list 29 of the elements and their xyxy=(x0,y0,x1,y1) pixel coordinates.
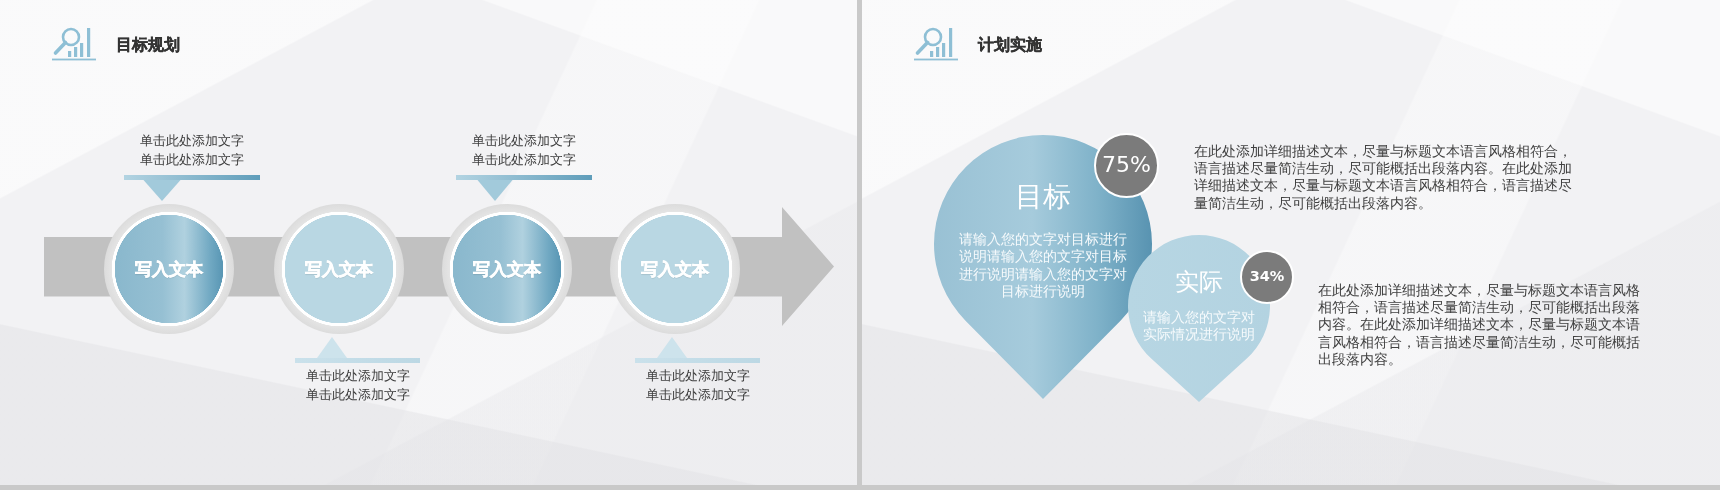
callout-text: 单击此处添加文字 xyxy=(304,386,411,404)
teardrop-description: 请输入您的文字对目标进行说明请输入您的文字对目标进行说明请输入您的文字对目标进行说明 xyxy=(958,231,1128,301)
callout-text: 单击此处添加文字 xyxy=(471,132,577,150)
pointer-arrow xyxy=(317,337,347,358)
slide-title: 计划实施 xyxy=(978,34,1042,56)
teardrop-description: 请输入您的文字对实际情况进行说明 xyxy=(1142,308,1256,344)
pointer-arrow xyxy=(477,180,513,201)
slide-title: 目标规划 xyxy=(116,34,180,56)
slide-panel xyxy=(862,0,1720,485)
teardrop-title: 实际 xyxy=(1175,267,1223,297)
percentage-label: 75% xyxy=(1102,152,1151,179)
percentage-label: 34% xyxy=(1249,268,1285,286)
paragraph-text: 在此处添加详细描述文本，尽量与标题文本语言风格相符合，语言描述尽量简洁生动，尽可能概括出段落内容。在此处添加详细描述文本，尽量与标题文本语言风格相符合，语言描述尽量简洁生动，尽可能概括出段落内容。 xyxy=(1194,143,1573,212)
percentage-circle xyxy=(1240,250,1294,304)
step-label: 写入文本 xyxy=(304,258,373,280)
callout-text: 单击此处添加文字 xyxy=(139,132,245,150)
callout-text: 单击此处添加文字 xyxy=(471,151,577,169)
callout-text: 单击此处添加文字 xyxy=(644,386,751,404)
paragraph-text: 在此处添加详细描述文本，尽量与标题文本语言风格相符合，语言描述尽量简洁生动，尽可能概括出段落内容。在此处添加详细描述文本，尽量与标题文本语言风格相符合，语言描述尽量简洁生动，尽可能概括出段落内容。 xyxy=(1318,282,1641,368)
slide-panel xyxy=(0,0,857,485)
callout-text: 单击此处添加文字 xyxy=(304,367,411,385)
teardrop-title: 目标 xyxy=(1015,180,1071,214)
pointer-arrow xyxy=(143,180,181,201)
step-label: 写入文本 xyxy=(641,258,709,280)
callout-text: 单击此处添加文字 xyxy=(139,151,245,169)
step-label: 写入文本 xyxy=(473,258,541,280)
step-label: 写入文本 xyxy=(135,258,203,280)
callout-text: 单击此处添加文字 xyxy=(644,367,751,385)
pointer-arrow xyxy=(657,337,687,358)
